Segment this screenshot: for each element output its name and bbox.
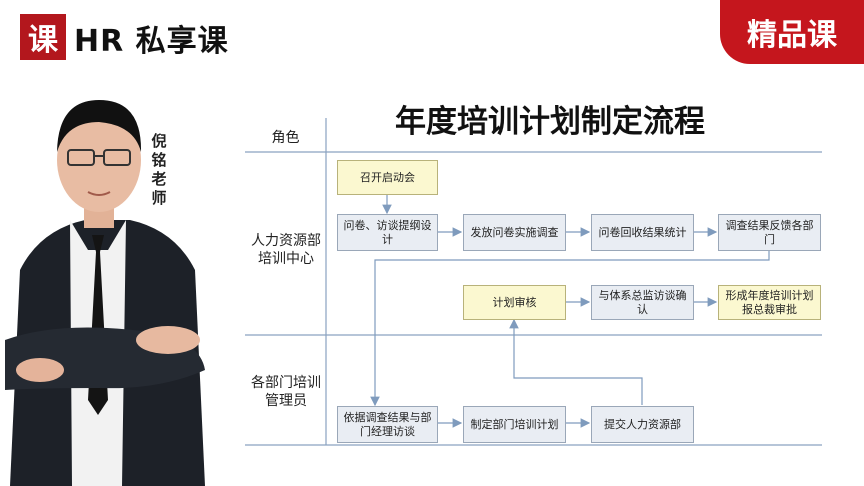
lane-label-hr-training-center: 人力资源部培训中心 xyxy=(251,233,321,267)
process-node: 计划审核 xyxy=(463,285,566,320)
diagram-title: 年度培训计划制定流程 xyxy=(395,104,705,140)
process-node: 依据调查结果与部门经理访谈 xyxy=(337,406,438,443)
logo-mark: 课 xyxy=(20,14,66,60)
presenter-photo xyxy=(5,100,205,486)
edge-n5-n6 xyxy=(370,251,770,407)
process-node: 与体系总监访谈确认 xyxy=(591,285,694,320)
process-node: 发放问卷实施调查 xyxy=(463,214,566,251)
process-node: 形成年度培训计划报总裁审批 xyxy=(718,285,821,320)
lane-label-dept-training-admin: 各部门培训管理员 xyxy=(251,375,321,409)
process-node: 问卷、访谈提纲设计 xyxy=(337,214,438,251)
process-node: 问卷回收结果统计 xyxy=(591,214,694,251)
edge-n8-n9 xyxy=(509,318,643,405)
role-header: 角色 xyxy=(271,130,300,146)
process-node: 制定部门培训计划 xyxy=(463,406,566,443)
presenter-name: 倪铭老师 xyxy=(151,132,167,207)
premium-badge: 精品课 xyxy=(720,0,864,64)
brand-name: HR 私享课 xyxy=(74,24,229,59)
process-node: 提交人力资源部 xyxy=(591,406,694,443)
process-node: 调查结果反馈各部门 xyxy=(718,214,821,251)
process-node: 召开启动会 xyxy=(337,160,438,195)
